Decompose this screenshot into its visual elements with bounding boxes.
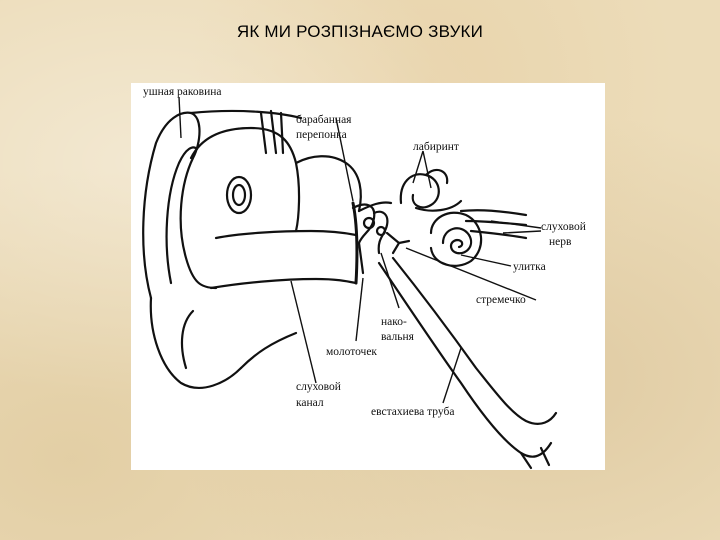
label-auricle: ушная раковина [143, 86, 221, 98]
labyrinth-shape [399, 173, 440, 209]
ear-canal-upper [214, 229, 358, 240]
label-incus-line2: вальня [381, 331, 415, 343]
eustachian-tube-lower [377, 261, 553, 458]
label-eustachian-tube: евстахиева труба [371, 406, 454, 418]
label-labyrinth: лабиринт [413, 141, 459, 153]
cochlea-shape [441, 227, 473, 255]
ear-canal-lower [209, 277, 358, 290]
label-incus-line1: нако- [381, 316, 407, 328]
ear-diagram: ушная раковина барабанная перепонка лаби… [142, 86, 586, 470]
label-auditory-nerve-line1: слуховой [541, 221, 586, 233]
malleus-shape [351, 203, 376, 275]
label-eardrum-line2: перепонка [296, 129, 347, 141]
eustachian-tube-upper [391, 256, 558, 425]
eardrum [351, 201, 359, 285]
bone-oval [225, 175, 253, 215]
label-auditory-nerve-line2: нерв [549, 236, 572, 248]
incus-shape [372, 210, 389, 255]
label-stapes: стремечко [476, 294, 526, 306]
label-cochlea: улитка [513, 261, 546, 273]
label-malleus: молоточек [326, 346, 377, 358]
label-ear-canal-line1: слуховой [296, 381, 341, 393]
label-ear-canal-line2: канал [296, 397, 324, 409]
auricle-outline [142, 111, 218, 300]
label-eardrum-line1: барабанная [296, 114, 352, 126]
auricle-inner-fold [165, 146, 199, 285]
ear-anatomy-figure: ушная раковина барабанная перепонка лаби… [131, 83, 605, 470]
auricle-lobe [149, 296, 243, 389]
slide-title: ЯК МИ РОЗПІЗНАЄМО ЗВУКИ [236, 22, 484, 41]
stapes-shape [385, 231, 411, 255]
